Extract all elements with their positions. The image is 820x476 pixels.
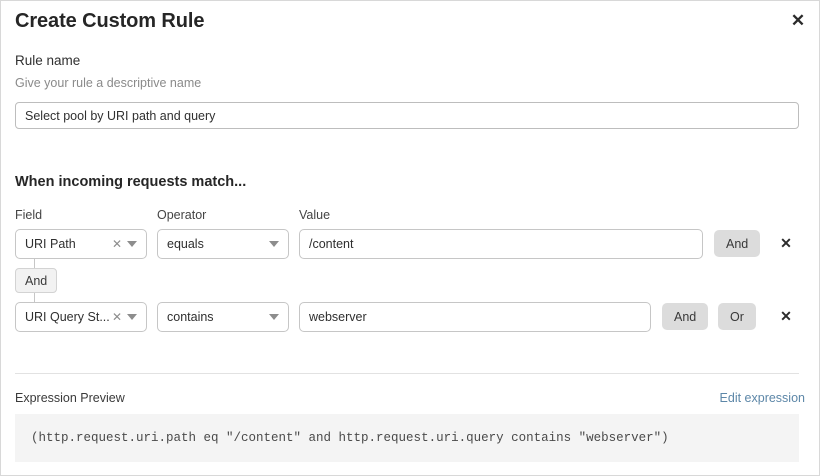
field-select-1-value: URI Path: [25, 237, 76, 251]
operator-select-1-value: equals: [167, 237, 204, 251]
clear-icon[interactable]: ✕: [111, 237, 122, 251]
operator-select-2-value: contains: [167, 310, 214, 324]
field-select-2-value: URI Query St...: [25, 310, 110, 324]
row-2-delete-button[interactable]: ✕: [776, 306, 796, 326]
edit-expression-link[interactable]: Edit expression: [719, 391, 805, 405]
chevron-down-icon: [127, 314, 137, 320]
field-select-1[interactable]: URI Path ✕: [15, 229, 147, 259]
row-1-and-button[interactable]: And: [714, 230, 761, 257]
condition-connector-and-chip[interactable]: And: [15, 268, 58, 293]
field-select-2[interactable]: URI Query St... ✕: [15, 302, 147, 332]
condition-row: URI Query St... ✕ contains And Or ✕: [1, 302, 819, 332]
chevron-down-icon: [269, 314, 279, 320]
chevron-down-icon: [269, 241, 279, 247]
condition-row: URI Path ✕ equals And ✕: [1, 229, 819, 259]
operator-select-1[interactable]: equals: [157, 229, 289, 259]
value-input-1[interactable]: [299, 229, 703, 259]
row-2-and-button[interactable]: And: [662, 303, 709, 330]
rule-name-input[interactable]: [15, 102, 799, 129]
column-header-value: Value: [299, 208, 331, 222]
operator-select-2[interactable]: contains: [157, 302, 289, 332]
close-icon[interactable]: ✕: [785, 7, 811, 33]
match-section-heading: When incoming requests match...: [15, 174, 247, 190]
expression-preview-box: (http.request.uri.path eq "/content" and…: [15, 414, 799, 462]
section-divider: [15, 373, 799, 374]
dialog-title: Create Custom Rule: [15, 10, 205, 32]
row-1-delete-button[interactable]: ✕: [776, 233, 796, 253]
chevron-down-icon: [127, 241, 137, 247]
expression-preview-text: (http.request.uri.path eq "/content" and…: [31, 431, 669, 445]
rule-name-label: Rule name: [15, 53, 81, 68]
expression-preview-label: Expression Preview: [15, 391, 125, 405]
row-2-or-button[interactable]: Or: [718, 303, 756, 330]
rule-name-help-text: Give your rule a descriptive name: [15, 76, 202, 90]
column-header-field: Field: [15, 208, 43, 222]
clear-icon[interactable]: ✕: [111, 310, 122, 324]
column-header-operator: Operator: [157, 208, 207, 222]
value-input-2[interactable]: [299, 302, 651, 332]
